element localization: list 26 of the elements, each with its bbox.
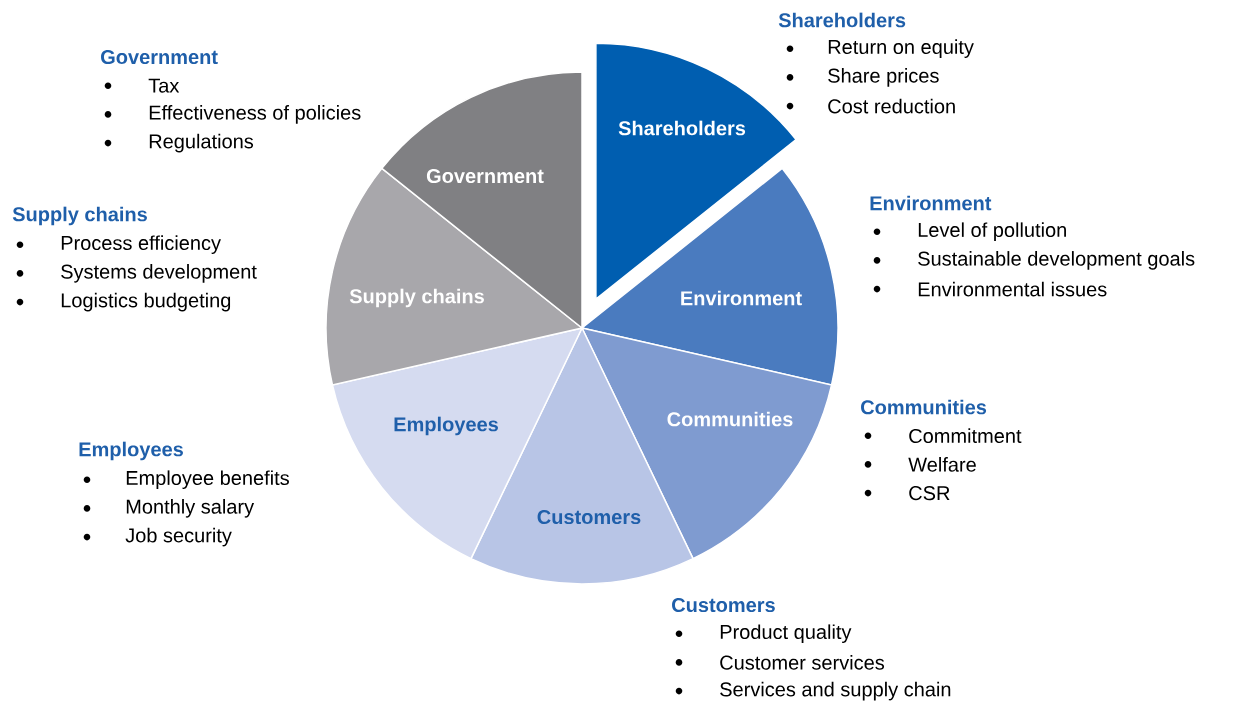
bullet-item: Commitment	[864, 428, 1022, 444]
heading: Environment	[870, 195, 992, 211]
bullet-item: Services and supply chain	[675, 681, 951, 701]
bullet-item: Employee benefits	[83, 470, 289, 489]
heading: Customers	[672, 597, 775, 613]
bullet-item: Job security	[83, 527, 232, 547]
bullet-item: CSR	[864, 486, 950, 501]
bullet-item: Process efficiency	[16, 235, 221, 254]
bullet-item: Tax	[104, 78, 180, 93]
bullet-item: Regulations	[104, 133, 254, 153]
bullet-item: Systems development	[16, 264, 257, 283]
bullet-item: Effectiveness of policies	[104, 105, 361, 124]
bullet-item: Product quality	[675, 624, 852, 644]
heading: Employees	[79, 441, 183, 461]
bullet-item: Environmental issues	[873, 281, 1107, 297]
bullet-item: Logistics budgeting	[16, 292, 231, 312]
bullet-item: Customer services	[675, 655, 885, 670]
heading: Shareholders	[778, 12, 906, 28]
bullet-item: Level of pollution	[873, 222, 1066, 241]
bullet-item: Monthly salary	[83, 499, 255, 518]
heading: Supply chains	[12, 206, 147, 226]
bullet-item: Welfare	[864, 457, 976, 472]
bullet-item: Sustainable development goals	[873, 251, 1195, 270]
pie-slice: Environment	[581, 167, 839, 386]
heading: Communities	[861, 399, 987, 415]
heading: Government	[101, 49, 218, 65]
